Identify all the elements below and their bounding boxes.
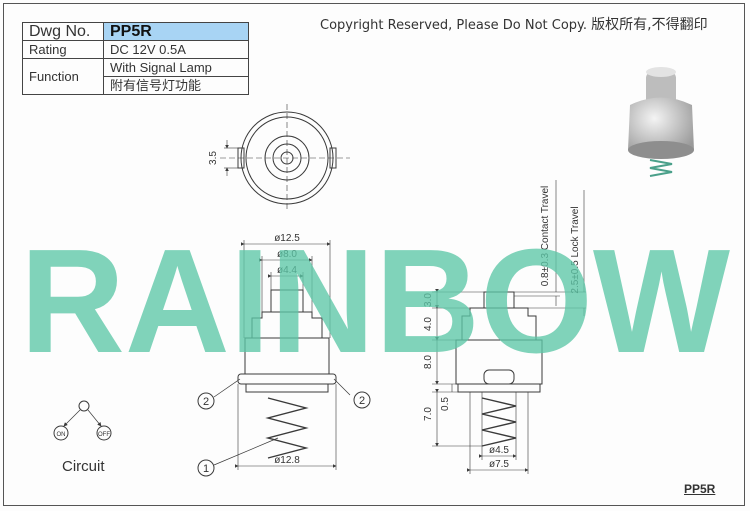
callout-two-left: 2 (203, 396, 209, 408)
function-value-cn: 附有信号灯功能 (103, 76, 249, 95)
circuit-off-label: OFF (98, 432, 110, 438)
dim-mid-dia: ø8.0 (277, 249, 297, 260)
circuit-on-label: ON (57, 432, 66, 438)
dim-contact-travel: 0.8±0.3 Contact Travel (540, 186, 551, 287)
dim-side-h2: 4.0 (423, 317, 434, 331)
sheet-border (3, 3, 745, 506)
copyright-en: Copyright Reserved, Please Do Not Copy. (320, 18, 588, 33)
dim-inner-dia: ø4.4 (277, 265, 297, 276)
callout-one: 1 (203, 463, 209, 475)
dim-outer-dia: ø12.5 (274, 233, 300, 244)
copyright-notice: Copyright Reserved, Please Do Not Copy. … (320, 14, 708, 34)
dim-side-h3: 8.0 (423, 355, 434, 369)
title-block: Dwg No. PP5R Rating DC 12V 0.5A Function… (22, 22, 249, 95)
function-value-en: With Signal Lamp (103, 58, 249, 77)
dim-side-h5: 0.5 (440, 397, 451, 411)
product-render (628, 67, 694, 177)
callout-two-right: 2 (359, 395, 365, 407)
circuit-label: Circuit (62, 458, 105, 475)
part-number-label: PP5R (684, 482, 716, 496)
top-view: 3.5 (208, 104, 350, 212)
dim-lock-travel: 2.5±0.5 Lock Travel (570, 206, 581, 293)
dim-bottom-dia: ø7.5 (489, 459, 509, 470)
front-view: ø12.5 ø8.0 ø4.4 ø12.8 2 2 1 (197, 233, 371, 477)
copyright-cn: 版权所有,不得翻印 (591, 17, 708, 33)
rating-value: DC 12V 0.5A (103, 40, 249, 59)
side-view: 3.0 4.0 8.0 7.0 0.5 0.8±0.3 Contact Trav… (423, 180, 586, 474)
dim-side-h1: 3.0 (423, 293, 434, 307)
dim-top-view-height: 3.5 (208, 151, 219, 165)
dim-base-dia: ø12.8 (274, 455, 300, 466)
circuit-symbol: ON OFF (53, 400, 112, 441)
dim-spring-dia: ø4.5 (489, 445, 509, 456)
dim-side-h4: 7.0 (423, 407, 434, 421)
function-label: Function (22, 58, 104, 95)
